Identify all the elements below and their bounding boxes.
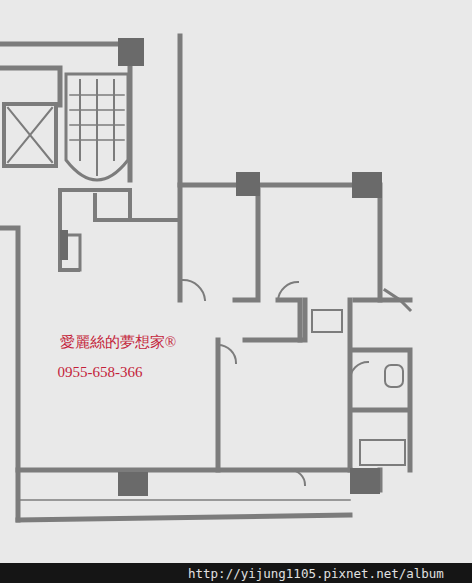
walls [0, 36, 410, 520]
footer-bar [0, 563, 472, 583]
url-watermark: http://yijung1105.pixnet.net/album [188, 566, 444, 581]
watermark-name: 愛麗絲的夢想家® [60, 333, 176, 352]
phone-number: 0955-658-366 [58, 364, 143, 381]
columns [60, 38, 382, 496]
